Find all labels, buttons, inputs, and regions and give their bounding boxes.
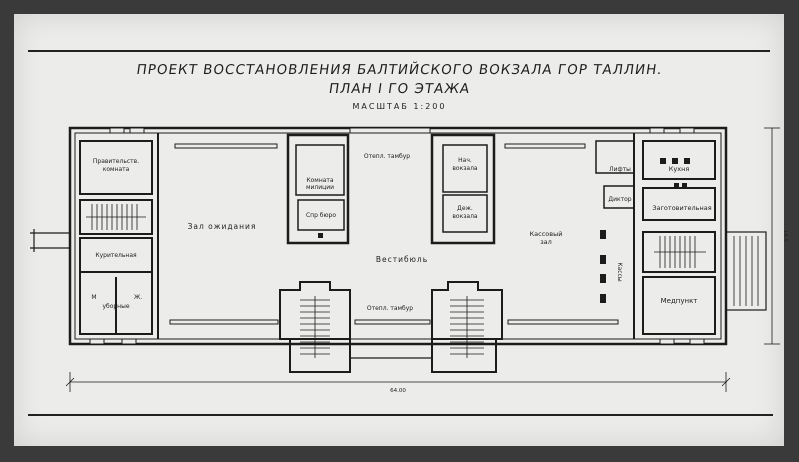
label-toilet-m: М xyxy=(91,294,96,301)
room-labels: Правительств. комната Курительная М Ж. у… xyxy=(91,153,711,312)
label-medical-post: Медпункт xyxy=(661,297,698,305)
label-station-master-1: Нач. xyxy=(458,157,472,164)
stair-bottom-right xyxy=(450,296,484,358)
dimension-lines xyxy=(65,127,780,392)
label-ticket-hall-1: Кассовый xyxy=(530,230,563,238)
columns xyxy=(318,158,690,303)
label-toilets: уборные xyxy=(102,303,129,310)
label-lifts: Лифты xyxy=(609,166,631,173)
bottom-border-line xyxy=(28,414,773,416)
label-ticket-windows: Кассы xyxy=(616,262,623,282)
scale-label: МАСШТАБ 1:200 xyxy=(352,102,447,111)
label-vestibule: Вестибюль xyxy=(376,255,428,264)
label-government-room-2: комната xyxy=(103,166,130,173)
label-ticket-hall-2: зал xyxy=(540,238,552,246)
drawing-sheet xyxy=(14,14,784,446)
label-kitchen: Кухня xyxy=(669,165,690,173)
stair-entrance-right xyxy=(733,236,759,306)
windows xyxy=(89,127,705,345)
label-government-room-1: Правительств. xyxy=(93,158,139,165)
stairs xyxy=(86,204,759,358)
top-border-line xyxy=(28,50,770,52)
label-duty-officer-1: Деж. xyxy=(457,205,473,212)
stair-bottom-left xyxy=(300,296,330,358)
label-preparation-room: Заготовительная xyxy=(652,204,711,212)
stair-left-wing xyxy=(86,204,146,230)
walls xyxy=(30,126,767,373)
label-duty-officer-2: вокзала xyxy=(452,213,478,220)
label-police-room-2: милиции xyxy=(306,184,334,191)
label-info-bureau: Спр бюро xyxy=(306,212,336,219)
label-police-room-1: Комната xyxy=(306,177,334,184)
label-smoking-room: Курительная xyxy=(95,252,137,259)
label-waiting-hall: Зал ожидания xyxy=(188,222,257,231)
label-dispatcher: Диктор xyxy=(608,196,631,203)
label-heated-vestibule-top: Отепл. тамбур xyxy=(364,153,410,160)
height-label: 16.5 xyxy=(782,230,788,243)
label-station-master-2: вокзала xyxy=(452,165,478,172)
label-heated-vestibule-bottom: Отепл. тамбур xyxy=(367,305,413,312)
stair-right-wing xyxy=(654,236,706,268)
total-length-label: 64.00 xyxy=(390,388,406,394)
label-toilet-w: Ж. xyxy=(134,294,142,301)
